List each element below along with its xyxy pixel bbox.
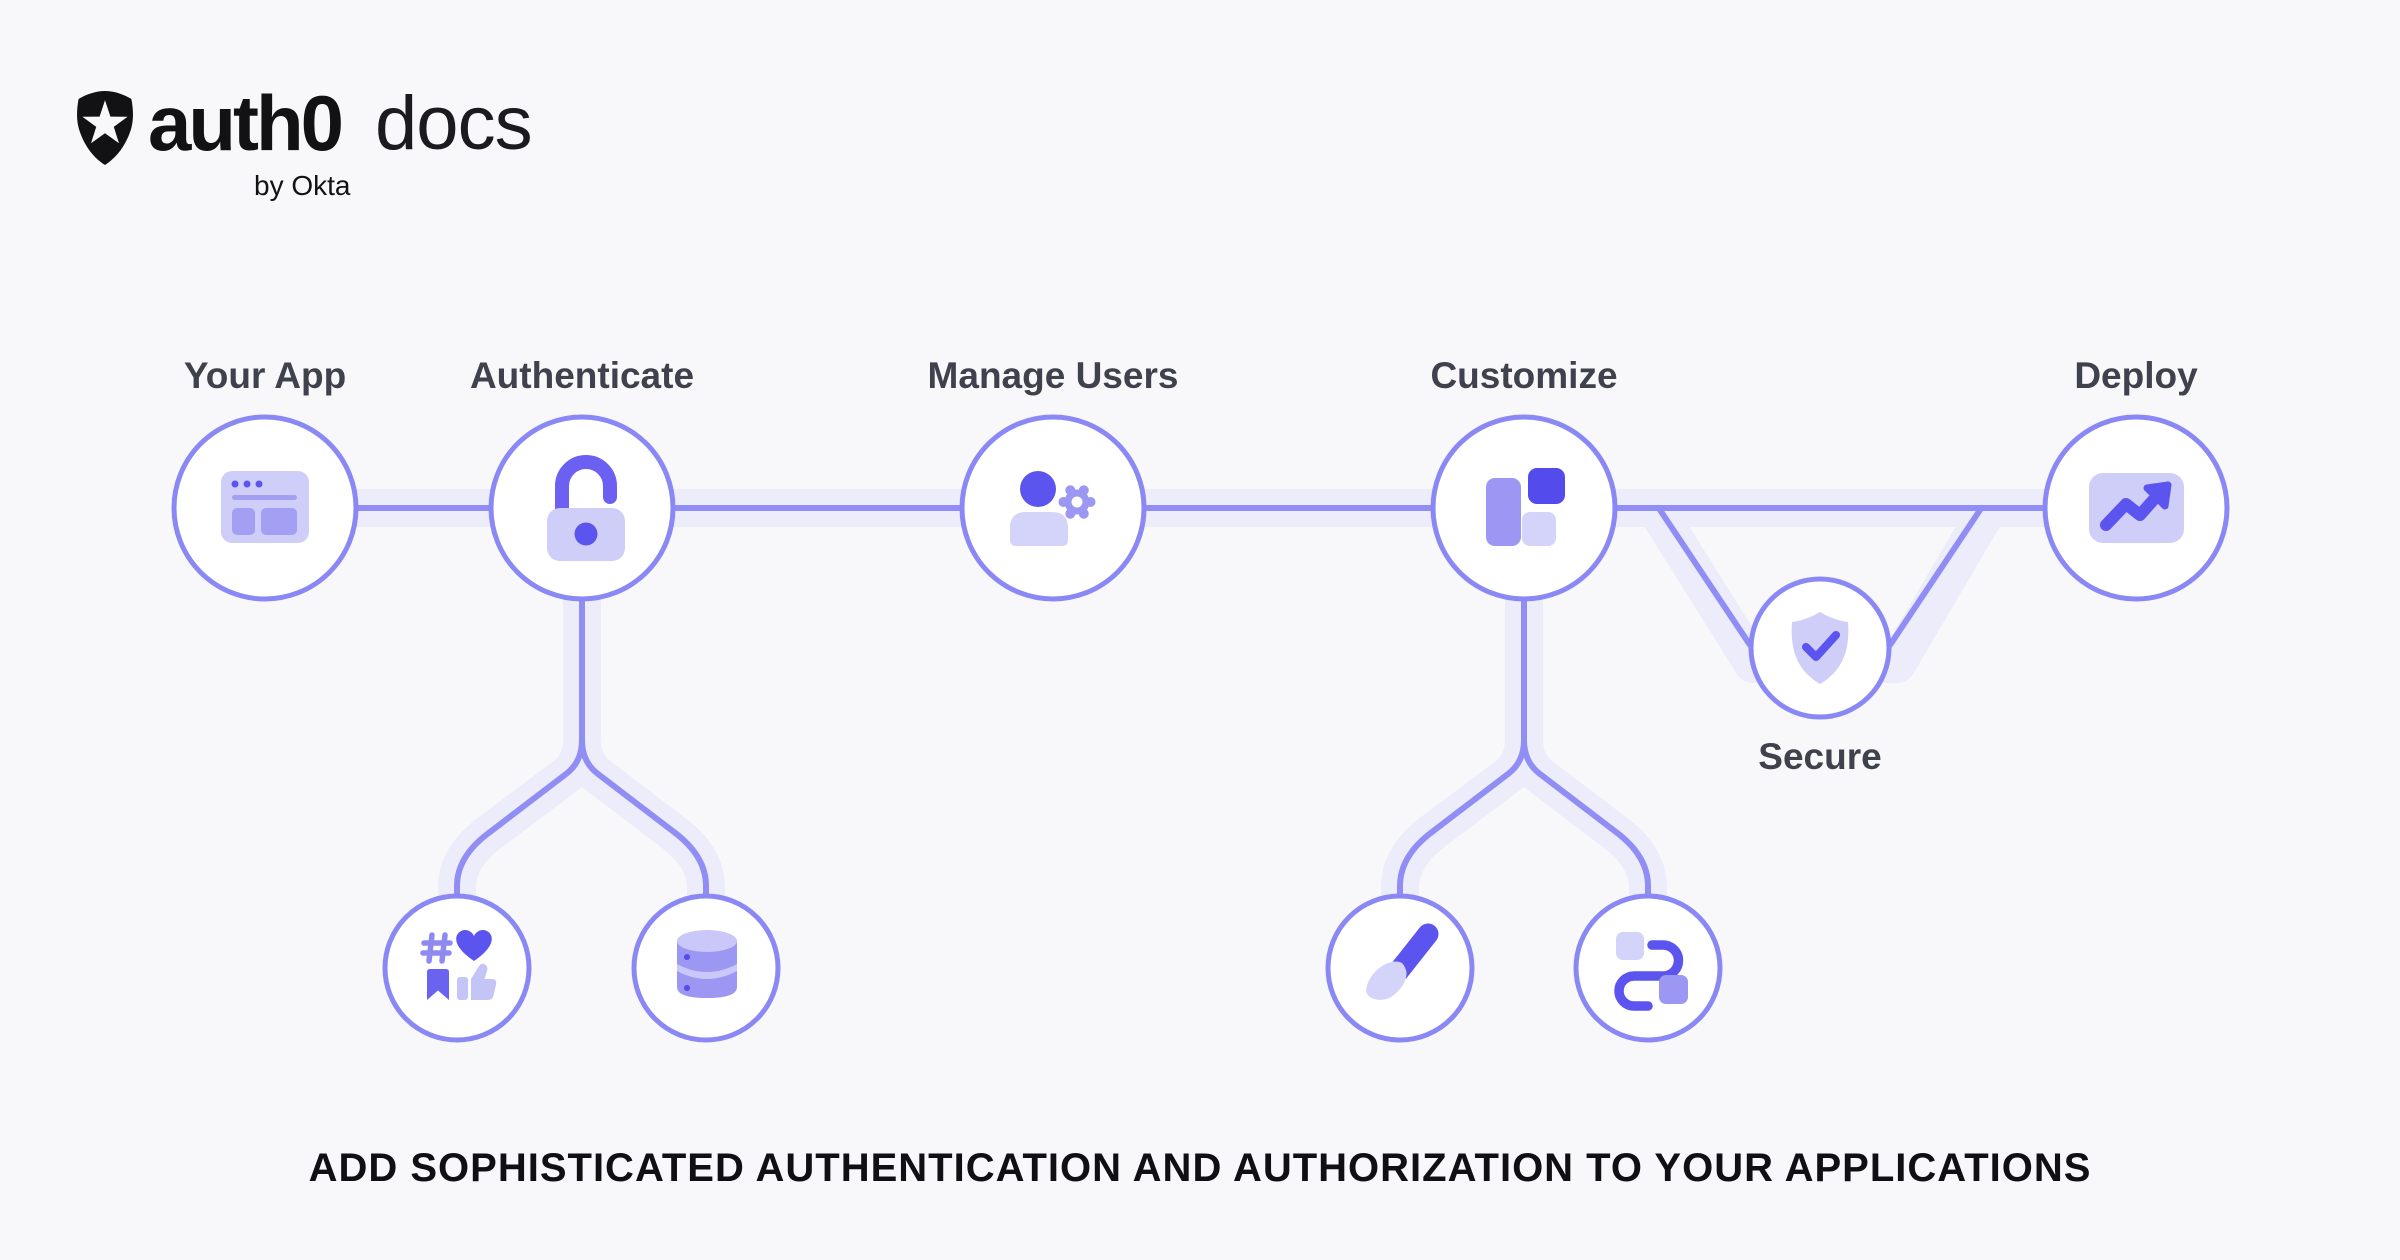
node-circle-social (382, 893, 532, 1043)
bookmark-icon (427, 969, 449, 1000)
paintbrush-icon (1366, 923, 1439, 1000)
thumbs-up-icon (457, 963, 497, 1000)
actions-flow-icon (1614, 932, 1688, 1011)
heart-icon (456, 930, 492, 961)
logo-product-text: docs (375, 81, 533, 166)
auth0-shield-icon (77, 91, 133, 165)
node-label-deploy: Deploy (2074, 355, 2198, 396)
trend-arrow-icon (2089, 473, 2184, 543)
browser-window-icon (221, 471, 309, 543)
logo-brand-text: auth0 (148, 79, 344, 167)
node-label-secure: Secure (1758, 736, 1882, 777)
layout-blocks-icon (1486, 468, 1565, 546)
node-circle-actions-flow (1573, 893, 1723, 1043)
social-connections-icon (420, 930, 497, 1000)
user-gear-icon (1010, 471, 1096, 546)
node-label-your-app: Your App (183, 355, 347, 396)
auth0-docs-logo[interactable]: auth0 docs by Okta (72, 79, 533, 201)
headline: ADD SOPHISTICATED AUTHENTICATION AND AUT… (308, 1146, 2092, 1190)
hashtag-icon (420, 932, 453, 964)
shield-check-icon (1791, 612, 1849, 684)
node-circle-customize (1430, 414, 1618, 602)
node-label-manage-users: Manage Users (927, 355, 1179, 396)
open-padlock-icon (547, 455, 625, 561)
node-circle-manage-users (959, 414, 1147, 602)
logo-byline-text: by Okta (254, 170, 351, 201)
node-label-authenticate: Authenticate (469, 355, 695, 396)
node-label-customize: Customize (1430, 355, 1618, 396)
database-icon (677, 930, 737, 998)
